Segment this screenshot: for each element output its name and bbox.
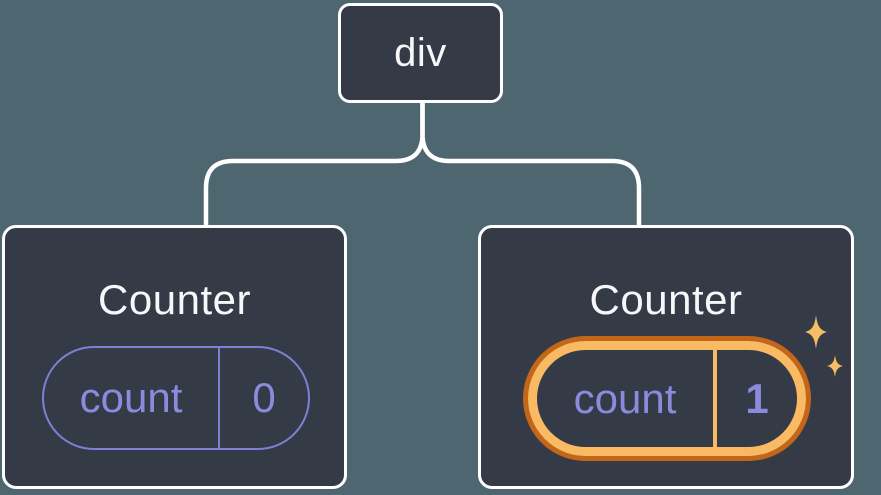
state-value: 1: [745, 374, 769, 422]
state-value: 0: [252, 374, 276, 421]
state-key: count: [44, 348, 220, 448]
counter-title: Counter: [589, 276, 743, 323]
state-pill: count 0: [42, 346, 310, 450]
counter-node-left: Counter count 0: [2, 225, 347, 489]
root-node: div: [338, 3, 503, 103]
root-node-label: div: [394, 30, 447, 75]
tree-connector-left: [203, 101, 425, 229]
counter-node-right: Counter count 1: [478, 225, 854, 489]
highlighted-state-pill: count 1: [528, 341, 806, 456]
tree-connector-right: [420, 101, 642, 229]
state-key: count: [537, 350, 717, 447]
counter-title: Counter: [98, 276, 251, 323]
